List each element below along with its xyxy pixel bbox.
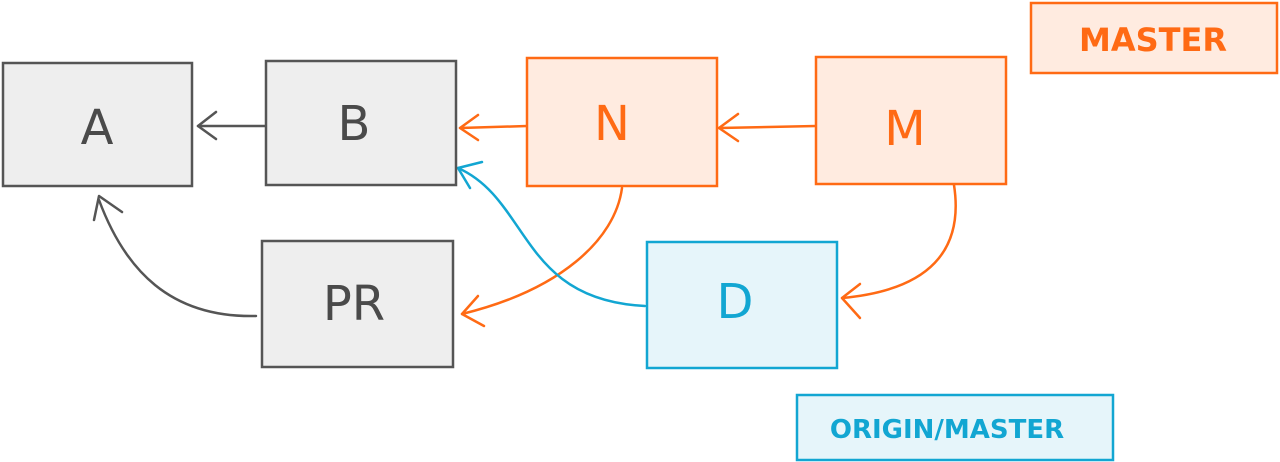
commit-a: A: [1, 61, 194, 188]
origin-master-tag: ORIGIN/MASTER: [795, 393, 1115, 462]
commit-n: N: [525, 56, 719, 188]
arrow-b-to-a: [196, 110, 268, 141]
arrow-d-to-b: [456, 160, 647, 308]
commit-b: B: [264, 59, 458, 187]
commit-d-label: D: [717, 274, 754, 330]
master-tag-label: MASTER: [1079, 21, 1227, 59]
origin-master-tag-label: ORIGIN/MASTER: [830, 415, 1064, 445]
arrow-m-to-d: [840, 183, 957, 320]
arrow-n-to-pr: [460, 186, 624, 328]
commit-m-label: M: [884, 101, 925, 157]
arrow-m-to-n: [717, 112, 818, 143]
arrow-n-to-b: [458, 113, 529, 142]
commit-d: D: [645, 240, 839, 370]
commit-pr: PR: [260, 239, 455, 369]
arrow-pr-to-a: [92, 194, 258, 318]
commit-m: M: [814, 55, 1008, 186]
master-tag: MASTER: [1029, 1, 1279, 75]
commit-a-label: A: [81, 100, 114, 156]
commit-pr-label: PR: [323, 276, 385, 332]
commit-n-label: N: [594, 96, 630, 152]
commit-b-label: B: [338, 96, 371, 152]
